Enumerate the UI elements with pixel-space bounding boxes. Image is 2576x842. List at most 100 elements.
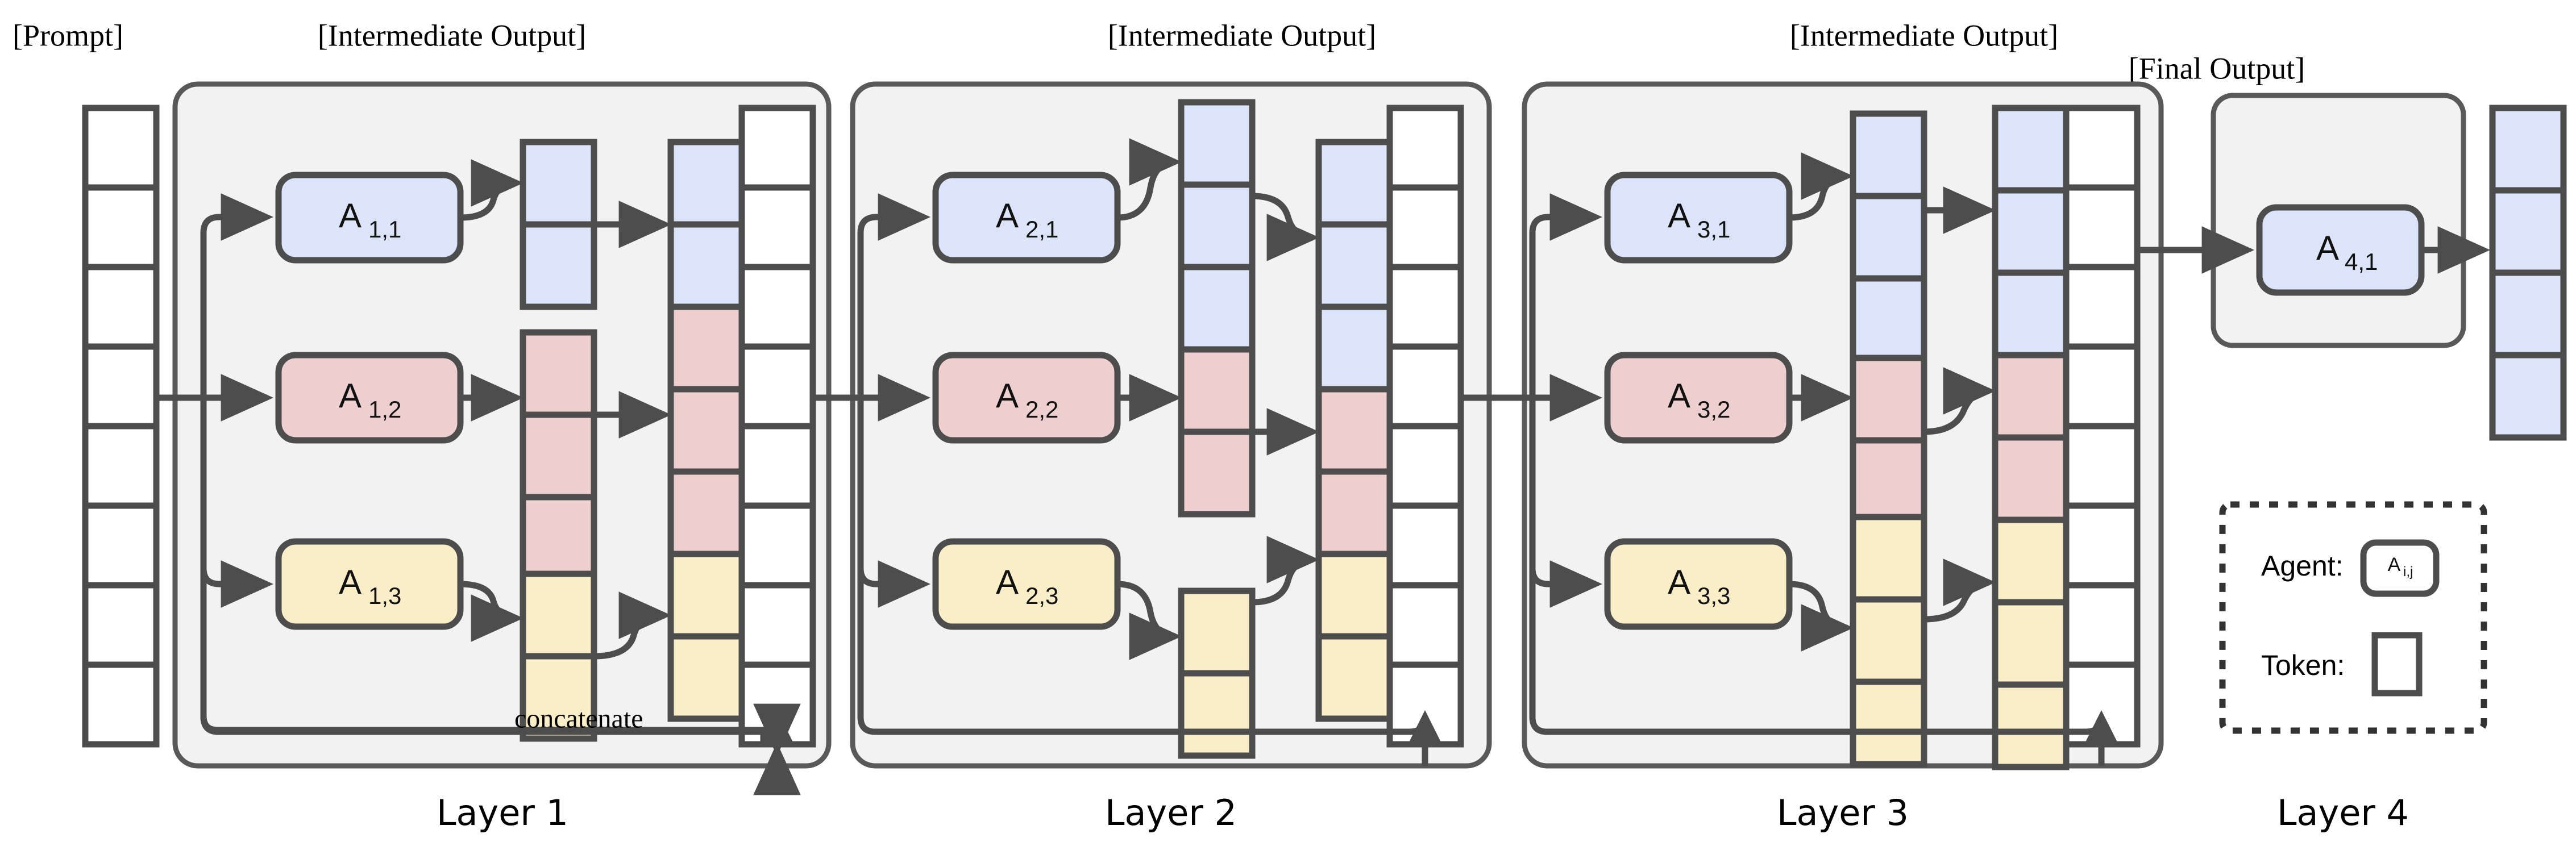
agent-sublabel: 1,3 [368, 582, 401, 609]
legend-agent-label: Agent: [2261, 550, 2344, 582]
token-cell [1850, 596, 1927, 685]
layer1-feedback-arrowhead [760, 710, 794, 744]
layer3-concat-edges [1923, 186, 1996, 623]
layer2-output-yellow [1178, 587, 1256, 759]
token-cell [1178, 587, 1256, 677]
agent-label: A [996, 197, 1019, 235]
token-cell [1315, 551, 1393, 640]
token-cell [1315, 139, 1393, 228]
legend-agent-symbol: A [2388, 554, 2401, 576]
final-output-label: [Final Output] [2129, 51, 2305, 85]
token-cell [1386, 502, 1464, 589]
concatenate-label-1: concatenate [514, 704, 643, 734]
token-cell [82, 184, 160, 270]
legend-token-label: Token: [2261, 649, 2345, 681]
layer-caption-2: Layer 2 [1105, 792, 1237, 833]
layer2-output-red [1178, 346, 1256, 518]
agent-label: A [2316, 229, 2339, 267]
token-cell [1850, 110, 1927, 199]
agent-A2-1[interactable]: A 2,1 [932, 172, 1121, 264]
agent-sublabel: 1,2 [368, 396, 401, 423]
agent-label: A [996, 563, 1019, 601]
layer3-agent-out-edges [1789, 152, 1854, 652]
token-cell [82, 105, 160, 191]
agent-A3-2[interactable]: A 3,2 [1604, 352, 1793, 444]
token-cell [520, 139, 597, 228]
prompt-label: [Prompt] [13, 18, 123, 52]
agent-A3-1[interactable]: A 3,1 [1604, 172, 1793, 264]
token-cell [1315, 303, 1393, 393]
prompt-token-column [82, 105, 160, 748]
layer-caption-3: Layer 3 [1777, 792, 1909, 833]
agent-A1-3[interactable]: A 1,3 [275, 538, 464, 630]
final-output-column [2489, 105, 2567, 441]
layer1-output-yellow [520, 570, 597, 742]
layer2-prompt-carry-column [1386, 105, 1464, 748]
token-cell [1850, 678, 1927, 768]
token-cell [1178, 428, 1256, 518]
token-cell [2489, 352, 2567, 441]
legend-agent-symbol-sub: i,j [2403, 564, 2413, 580]
layer1-agent-out-edges [460, 159, 523, 642]
layer2-agent-out-edges [1117, 138, 1182, 660]
legend-agent-swatch [2360, 539, 2440, 597]
token-cell [667, 221, 745, 310]
intermediate-output-label-3: [Intermediate Output] [1790, 18, 2058, 52]
token-cell [82, 502, 160, 589]
token-cell [1850, 355, 1927, 444]
token-cell [82, 661, 160, 748]
token-cell [1386, 184, 1464, 270]
token-cell [667, 303, 745, 393]
agent-A2-3[interactable]: A 2,3 [932, 538, 1121, 630]
token-cell [738, 343, 816, 430]
token-cell [2489, 269, 2567, 359]
token-cell [520, 411, 597, 501]
layer3-output-red [1850, 355, 1927, 526]
token-cell [1315, 221, 1393, 310]
agent-A1-1[interactable]: A 1,1 [275, 172, 464, 264]
agent-A2-2[interactable]: A 2,2 [932, 352, 1121, 444]
token-cell [1386, 423, 1464, 509]
token-cell [1850, 514, 1927, 603]
token-cell [667, 551, 745, 640]
layer3-feedback-arrowhead [2084, 710, 2118, 744]
agent-A1-2[interactable]: A 1,2 [275, 352, 464, 444]
layer-caption-4: Layer 4 [2277, 792, 2409, 833]
token-cell [520, 329, 597, 418]
layer1-output-blue [520, 139, 597, 310]
token-cell [1178, 670, 1256, 759]
token-cell [1992, 352, 2070, 441]
agent-A3-3[interactable]: A 3,3 [1604, 538, 1793, 630]
agent-label: A [996, 377, 1019, 415]
token-cell [2489, 187, 2567, 276]
token-cell [1178, 346, 1256, 435]
agent-label: A [339, 377, 362, 415]
legend-border [2219, 501, 2487, 734]
token-cell [738, 264, 816, 350]
agent-label: A [1668, 377, 1690, 415]
token-cell [520, 570, 597, 660]
token-cell [2063, 343, 2141, 430]
agent-A4-1[interactable]: A 4,1 [2256, 204, 2425, 296]
token-cell [1178, 99, 1256, 188]
token-cell [738, 184, 816, 270]
agent-label: A [1668, 197, 1690, 235]
token-cell [738, 582, 816, 668]
agent-label: A [339, 197, 362, 235]
token-cell [1850, 193, 1927, 282]
token-cell [1850, 275, 1927, 364]
token-cell [667, 386, 745, 475]
layer3-prompt-carry-column [2063, 105, 2141, 748]
agent-label: A [339, 563, 362, 601]
token-cell [2063, 105, 2141, 191]
legend-token-swatch [2371, 632, 2423, 697]
agent-sublabel: 2,1 [1025, 216, 1058, 243]
token-cell [1992, 681, 2070, 770]
token-cell [1178, 181, 1256, 270]
token-cell [2063, 502, 2141, 589]
token-cell [1315, 386, 1393, 475]
layer1-output-red [520, 329, 597, 583]
token-cell [520, 494, 597, 583]
